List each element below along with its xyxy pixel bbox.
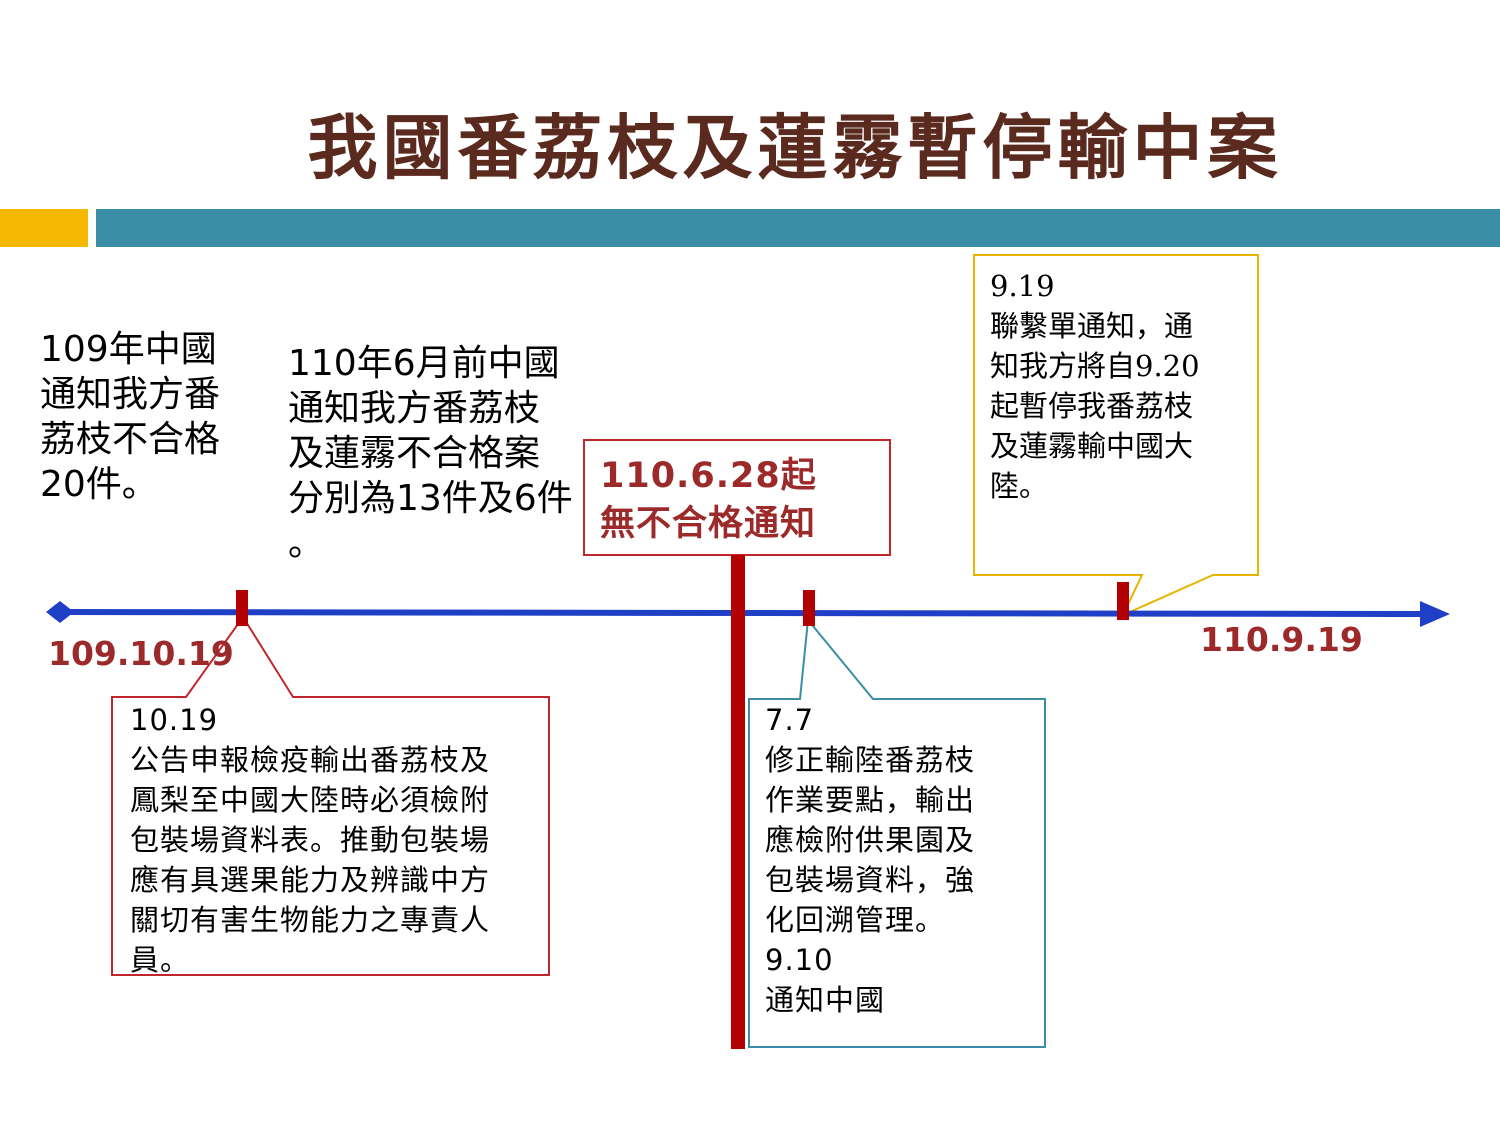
marker-1019 <box>236 590 248 626</box>
callout-1019-text: 10.19 公告申報檢疫輸出番荔枝及 鳳梨至中國大陸時必須檢附 包裝場資料表。推… <box>130 703 491 977</box>
highlight-text: 110.6.28起 無不合格通知 <box>600 456 817 544</box>
accent-bar-yellow <box>0 209 88 247</box>
callout-1019-border <box>111 615 550 976</box>
timeline-start-diamond <box>46 601 74 623</box>
callout-919-text: 9.19 聯繫單通知，通 知我方將自9.20 起暫停我番荔枝 及蓮霧輸中國大 陸… <box>990 269 1200 503</box>
highlight-box-border <box>583 439 891 556</box>
timeline-end-label: 110.9.19 <box>1200 620 1363 659</box>
callout-919-border <box>973 254 1259 618</box>
marker-0919 <box>1117 582 1129 620</box>
callout-77-text: 7.7 修正輸陸番荔枝 作業要點，輸出 應檢附供果園及 包裝場資料，強 化回溯管… <box>765 703 976 1017</box>
timeline-start-label: 109.10.19 <box>48 634 234 673</box>
callout-77-border <box>748 617 1046 1048</box>
marker-0628 <box>731 555 745 1049</box>
note-110-failures: 110年6月前中國 通知我方番荔枝 及蓮霧不合格案 分別為13件及6件 。 <box>288 343 573 564</box>
accent-bar-teal <box>96 209 1500 247</box>
timeline-arrow-head <box>1420 601 1450 627</box>
page-title: 我國番荔枝及蓮霧暫停輸中案 <box>307 107 1283 189</box>
note-109-failures: 109年中國 通知我方番 荔枝不合格 20件。 <box>40 329 221 505</box>
marker-0707 <box>803 590 815 626</box>
